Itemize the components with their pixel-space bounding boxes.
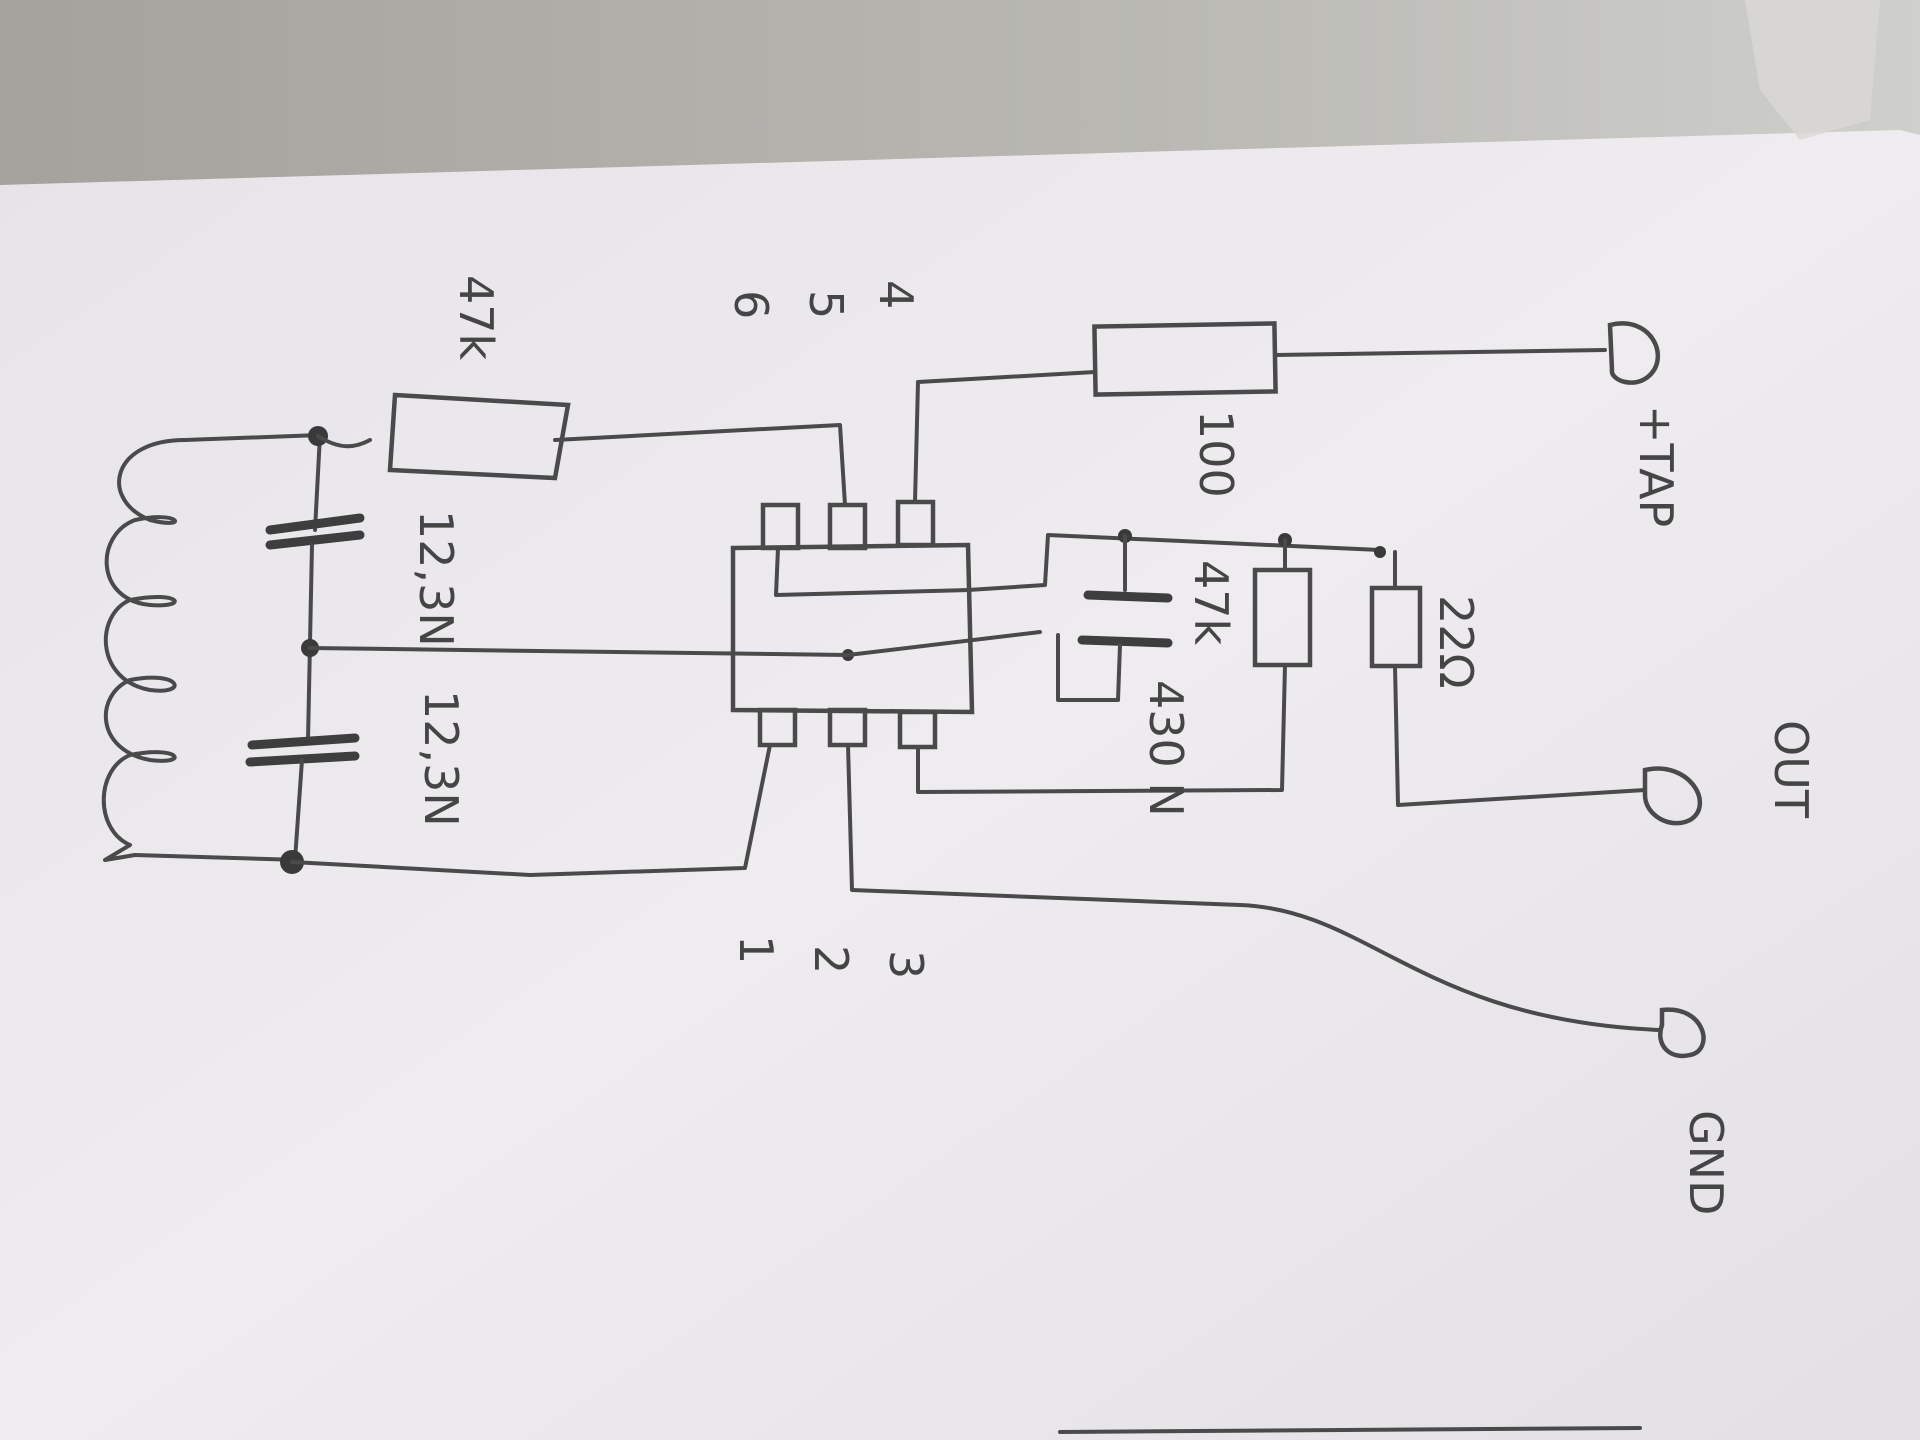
pin-label-1: 1 xyxy=(729,935,783,964)
pin-label-3: 3 xyxy=(879,950,933,979)
cap-bottom-plate-1 xyxy=(247,733,360,750)
rail-lower xyxy=(293,758,304,862)
cap-top-plate-1 xyxy=(265,513,365,535)
bottom-pencil-line xyxy=(1058,1426,1642,1434)
wire-pin6-to-100 xyxy=(913,370,1097,504)
label-430n: 430 N xyxy=(1139,680,1193,817)
terminal-gnd-circle xyxy=(1658,1007,1706,1059)
capacitor-430n-plate-2 xyxy=(1077,635,1173,648)
cap-top-plate-2 xyxy=(265,530,365,550)
label-cap-bottom: 12,3N xyxy=(414,690,468,827)
junction-bus-3 xyxy=(1374,546,1386,558)
terminal-label-out: OUT xyxy=(1764,720,1818,819)
ic-pin-5 xyxy=(827,502,868,551)
wire-22-to-out xyxy=(1393,664,1647,807)
wire-upper-bus xyxy=(966,533,1382,592)
bottom-rail-wire xyxy=(133,853,302,862)
label-47k-right: 47k xyxy=(1184,560,1238,646)
ic-pin-4 xyxy=(760,502,801,551)
capacitor-430n-loop xyxy=(1056,633,1122,702)
pin-label-2: 2 xyxy=(804,945,858,974)
label-47k-top: 47k xyxy=(449,275,503,361)
wire-mid-to-ic xyxy=(308,646,850,657)
terminal-label-tap: +TAP xyxy=(1629,405,1683,527)
wire-pin2-to-gnd xyxy=(846,743,1662,1032)
label-100: 100 xyxy=(1189,410,1243,498)
inductor-coil xyxy=(101,438,187,862)
ic-pin-1 xyxy=(757,707,798,748)
pin-label-4: 4 xyxy=(869,280,923,309)
terminal-label-gnd: GND xyxy=(1679,1110,1733,1215)
wire-pin3-to-47k xyxy=(916,663,1287,794)
terminal-out-circle xyxy=(1642,766,1703,826)
wire-top-to-47k xyxy=(316,434,372,449)
label-22: 22Ω xyxy=(1429,595,1483,689)
wire-ic-to-430n xyxy=(846,630,1042,657)
resistor-100 xyxy=(1092,321,1278,397)
label-cap-top: 12,3N xyxy=(409,510,463,647)
ic-inner-wire xyxy=(774,546,972,597)
top-rail-wire xyxy=(183,433,322,442)
label-430n-value: 430 N xyxy=(1139,680,1193,817)
ic-chip xyxy=(730,542,975,715)
terminal-tap-circle xyxy=(1607,321,1661,385)
wire-100-to-tap xyxy=(1273,348,1607,357)
resistor-47k-top xyxy=(387,392,571,481)
wire-47k-to-pin5 xyxy=(553,423,847,507)
wire-pin1-to-rail xyxy=(290,743,772,877)
rail-upper xyxy=(313,433,322,532)
pin-label-6: 6 xyxy=(724,290,778,319)
paper-sheet xyxy=(0,130,1920,1440)
capacitor-430n-plate-1 xyxy=(1083,590,1173,603)
resistor-47k-right xyxy=(1252,567,1313,668)
tape-strip xyxy=(1745,0,1880,140)
pin-label-5: 5 xyxy=(799,290,853,319)
